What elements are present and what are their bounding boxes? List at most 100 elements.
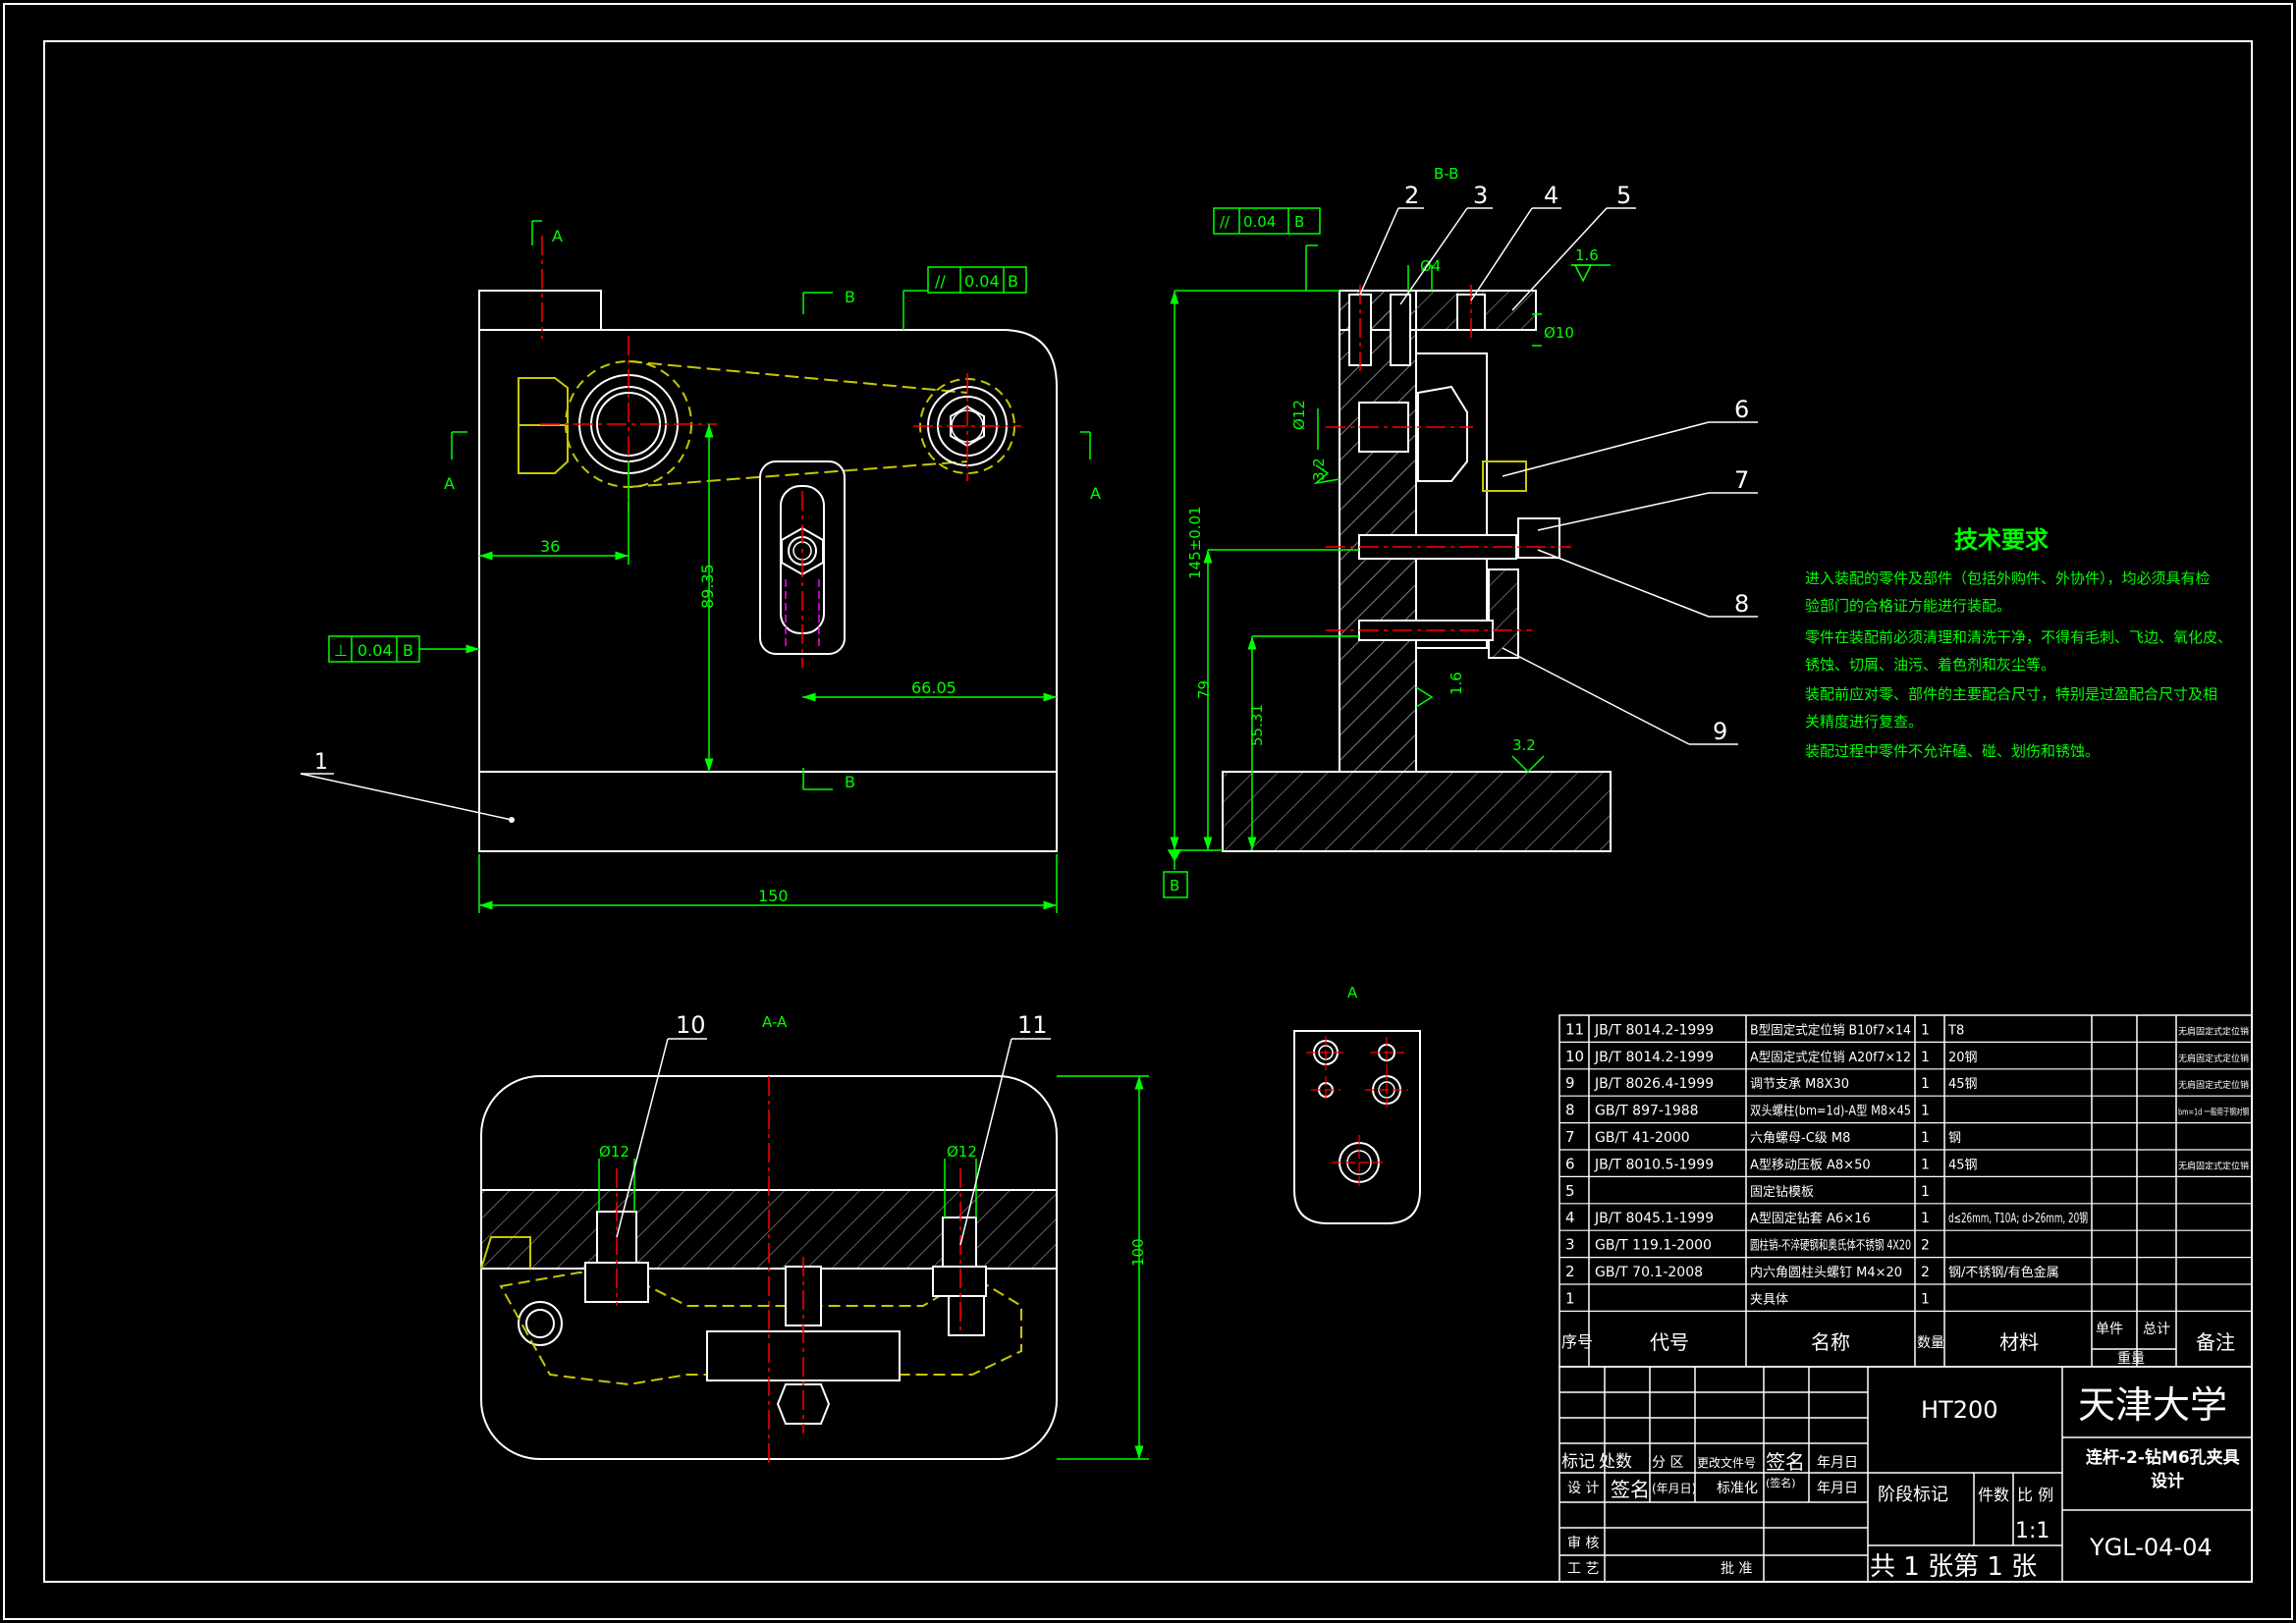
side-parallelism-symbol: //: [1220, 213, 1230, 231]
roughness-3-2-left: 3.2: [1310, 458, 1328, 481]
tb-label-approve: 批 准: [1721, 1561, 1752, 1577]
dim-100: 100: [1129, 1238, 1147, 1267]
title-sheets: 共 1 张第 1 张: [1870, 1552, 2037, 1582]
dim-36: 36: [540, 537, 560, 556]
bom-cell-code: JB/T 8014.2-1999: [1594, 1050, 1714, 1065]
bom-cell-name: 双头螺柱(bm=1d)-A型 M8×45: [1750, 1105, 1911, 1119]
section-mark-a-right: A: [1090, 484, 1101, 503]
tb-label-mark: 标记: [1561, 1452, 1595, 1472]
front-view: A A A B B // 0.04 B ⊥ 0.04 B 36 89.35 66…: [300, 220, 1101, 913]
bom-cell-name: A型固定式定位销 A20f7×12: [1750, 1051, 1911, 1065]
bom-cell-qty: 1: [1921, 1184, 1930, 1200]
detail-view: A: [1293, 984, 1421, 1224]
outer-frame: [3, 3, 2293, 1620]
detail-view-title: A: [1347, 984, 1358, 1001]
bom-header-note: 备注: [2196, 1330, 2235, 1354]
bom-cell-name: A型固定钻套 A6×16: [1750, 1211, 1871, 1226]
title-drawing-name-2: 设计: [2151, 1471, 2184, 1491]
tb-label-date: 年月日: [1817, 1455, 1858, 1471]
tb-label-pieces: 件数: [1978, 1486, 2009, 1504]
bom-cell-note: 无肩固定式定位销: [2178, 1160, 2249, 1171]
bom-cell-no: 1: [1565, 1289, 1575, 1307]
dia-12: Ø12: [1290, 400, 1308, 430]
title-block: [1558, 1366, 2253, 1583]
tech-line-4: 锈蚀、切屑、油污、着色剂和灰尘等。: [1805, 656, 2055, 674]
dim-66-05: 66.05: [911, 678, 957, 697]
bom-cell-material: 钢/不锈钢/有色金属: [1948, 1265, 2059, 1280]
bom-cell-code: GB/T 41-2000: [1595, 1130, 1690, 1146]
parallelism-value: 0.04: [964, 272, 1000, 291]
bom-cell-no: 8: [1565, 1102, 1575, 1119]
bom-cell-note: 无肩固定式定位销: [2178, 1053, 2249, 1064]
bom-header-unit: 单件: [2096, 1322, 2123, 1337]
bom-cell-qty: 1: [1921, 1291, 1930, 1307]
section-mark-b-top: B: [845, 288, 855, 306]
section-view: A-A Ø12 Ø12 100 10 11: [480, 1011, 1149, 1463]
bom-header-name: 名称: [1811, 1330, 1850, 1354]
title-drawing-no: YGL-04-04: [2089, 1534, 2213, 1561]
bom-cell-code: GB/T 70.1-2008: [1595, 1265, 1703, 1280]
section-mark-a-left: A: [444, 474, 455, 493]
roughness-3-2-base: 3.2: [1512, 736, 1536, 754]
bom-cell-material: 20钢: [1948, 1051, 1978, 1065]
bom-cell-note: 无肩固定式定位销: [2178, 1079, 2249, 1091]
tech-requirements: 技术要求 进入装配的零件及部件（包括外购件、外协件），均必须具有检 验部门的合格…: [1805, 525, 2232, 760]
perpendicularity-value: 0.04: [357, 641, 393, 660]
title-material: HT200: [1921, 1396, 1998, 1424]
tb-label-sign2: 签名: [1611, 1478, 1650, 1501]
tech-requirements-title: 技术要求: [1954, 525, 2049, 554]
balloon-11: 11: [1017, 1011, 1048, 1039]
dim-89-35: 89.35: [698, 564, 717, 609]
bom-cell-qty: 1: [1921, 1076, 1930, 1092]
bom-header-material: 材料: [1999, 1330, 2039, 1354]
dim-79: 79: [1195, 680, 1213, 699]
tech-line-5: 装配前应对零、部件的主要配合尺寸，特别是过盈配合尺寸及相: [1805, 685, 2217, 703]
dia-12-left: Ø12: [599, 1143, 629, 1161]
roughness-1-6-top: 1.6: [1575, 246, 1599, 264]
bom-cell-no: 5: [1565, 1182, 1575, 1200]
tb-label-doc-no: 更改文件号: [1697, 1455, 1756, 1470]
bom-cell-name: B型固定式定位销 B10f7×14: [1750, 1023, 1911, 1038]
tech-line-2: 验部门的合格证方能进行装配。: [1805, 597, 2011, 615]
bom-cell-name: 圆柱销-不淬硬钢和奥氏体不锈钢 4X20: [1750, 1239, 1911, 1254]
bom-header-weight: 重量: [2117, 1351, 2145, 1367]
balloon-2: 2: [1404, 182, 1419, 209]
balloon-5: 5: [1616, 182, 1631, 209]
perpendicularity-symbol: ⊥: [334, 641, 348, 660]
tb-label-scale: 比 例: [2017, 1486, 2053, 1504]
tb-label-sign: 签名: [1766, 1450, 1805, 1474]
bom-header: 序号 代号 名称 数量 材料 单件 总计 重量 备注: [1561, 1322, 2235, 1367]
tech-line-6: 关精度进行复查。: [1805, 713, 1923, 730]
bom-cell-no: 3: [1565, 1236, 1575, 1254]
tech-line-3: 零件在装配前必须清理和清洗干净，不得有毛刺、飞边、氧化皮、: [1805, 628, 2232, 646]
dim-150: 150: [758, 887, 789, 905]
parallelism-symbol: //: [935, 272, 946, 291]
bom-cell-code: JB/T 8010.5-1999: [1594, 1157, 1714, 1172]
bom-header-no: 序号: [1561, 1332, 1593, 1351]
tb-label-date2: 年月日: [1817, 1481, 1858, 1496]
bom-cell-material: 45钢: [1948, 1158, 1978, 1172]
bom-cell-name: A型移动压板 A8×50: [1750, 1158, 1871, 1172]
bom-cell-material: 钢: [1948, 1131, 1961, 1146]
tb-label-process: 工 艺: [1567, 1561, 1599, 1577]
bom-cell-material: T8: [1947, 1023, 1964, 1038]
bom-cell-code: GB/T 897-1988: [1595, 1104, 1699, 1119]
balloon-3: 3: [1473, 182, 1488, 209]
bom-cell-no: 11: [1565, 1020, 1584, 1038]
bom-cell-qty: 1: [1921, 1050, 1930, 1065]
perpendicularity-datum: B: [403, 641, 413, 660]
tb-label-stage: 阶段标记: [1878, 1485, 1948, 1505]
balloon-4: 4: [1544, 182, 1558, 209]
bom-header-qty: 数量: [1917, 1335, 1944, 1351]
tb-label-date-paren: (年月日): [1652, 1482, 1696, 1495]
bom-cell-qty: 1: [1921, 1157, 1930, 1172]
section-mark-a-top: A: [552, 227, 563, 245]
bom-cell-name: 六角螺母-C级 M8: [1750, 1131, 1850, 1146]
bom-cell-material: 45钢: [1948, 1077, 1978, 1092]
bom-cell-code: JB/T 8014.2-1999: [1594, 1022, 1714, 1038]
balloon-8: 8: [1734, 590, 1749, 618]
section-mark-b-bottom: B: [845, 773, 855, 791]
balloon-6: 6: [1734, 396, 1749, 423]
tb-label-review: 审 核: [1567, 1536, 1599, 1551]
roughness-1-6-mid: 1.6: [1448, 672, 1465, 695]
